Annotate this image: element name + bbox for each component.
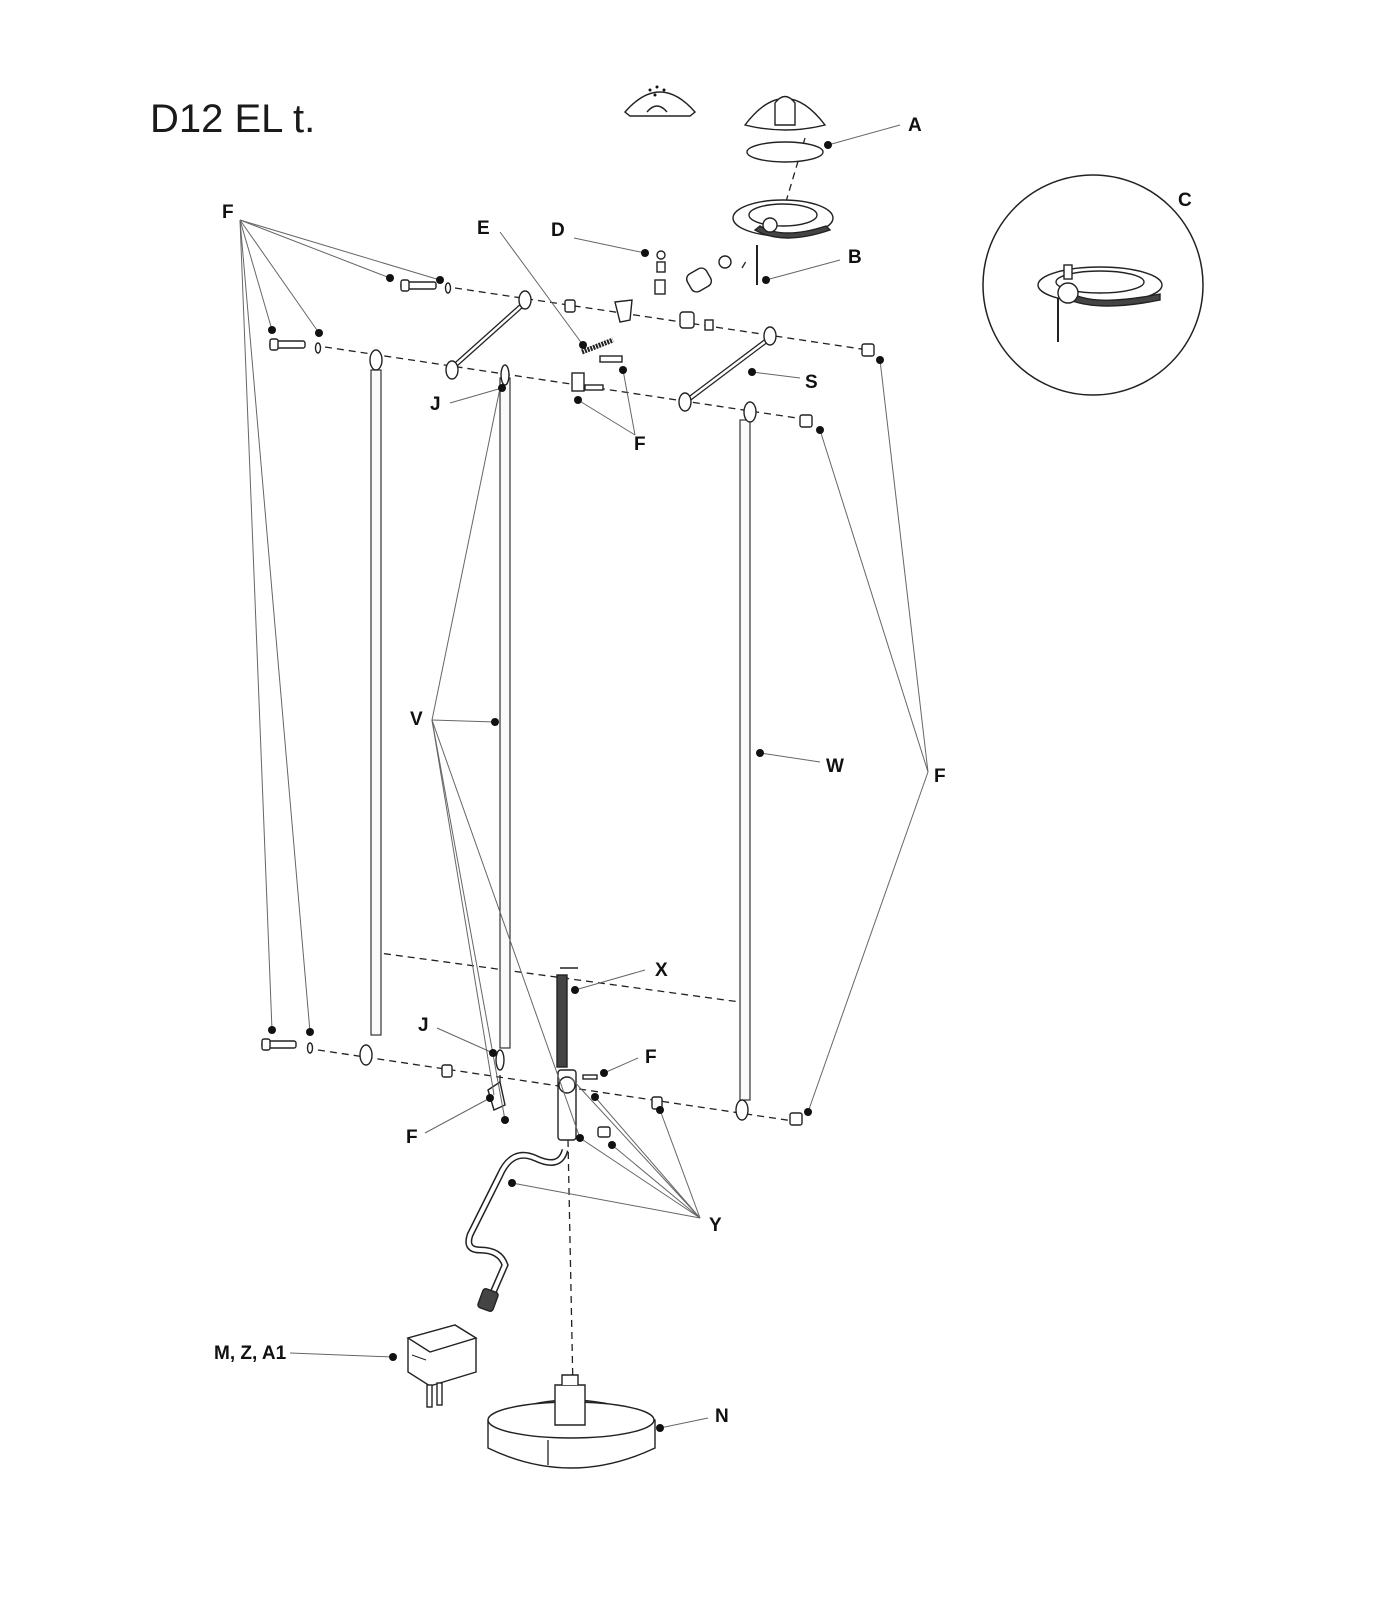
shade-ring-housing: [732, 199, 834, 239]
upper-arm-left: [445, 290, 532, 380]
label-B: B: [848, 247, 862, 268]
label-F-lower-right: F: [645, 1047, 657, 1068]
label-D: D: [551, 220, 565, 241]
label-F-right: F: [934, 766, 946, 787]
label-E: E: [477, 218, 490, 239]
label-F-lower-left: F: [406, 1127, 418, 1148]
upper-arm-right: [678, 326, 777, 412]
rod-left: [359, 349, 383, 1066]
label-M-Z-A1: M, Z, A1: [214, 1343, 287, 1364]
spring-E: [581, 337, 614, 355]
base-N: [487, 1374, 656, 1469]
part-labels: A B C D E F F F F F J J S V W X Y N M, Z…: [214, 115, 1192, 1427]
socket-parts: [654, 250, 732, 295]
leader-dots: [268, 141, 884, 1432]
leader-lines: [239, 124, 929, 1429]
upper-joint-parts: [564, 299, 875, 428]
lower-joint: [441, 1064, 803, 1141]
shade-dome: [743, 95, 827, 131]
label-F-mid: F: [634, 434, 646, 455]
label-S: S: [805, 372, 818, 393]
label-N: N: [715, 1406, 729, 1427]
label-X: X: [655, 960, 668, 981]
label-J-upper: J: [430, 394, 441, 415]
label-J-lower: J: [418, 1015, 429, 1036]
label-W: W: [826, 756, 844, 777]
spring-X: [556, 967, 578, 1068]
label-F-top-left: F: [222, 202, 234, 223]
detail-circle-C: [982, 174, 1204, 396]
rod-V: [495, 364, 511, 1071]
upper-bolts: [269, 279, 452, 354]
rod-W: [735, 401, 757, 1121]
label-C: C: [1178, 190, 1192, 211]
lower-bolts: [261, 1038, 314, 1054]
power-adapter: [406, 1324, 478, 1408]
power-cable: [465, 1148, 569, 1312]
label-V: V: [410, 709, 423, 730]
shade-cover: [623, 85, 697, 117]
shade-diffuser-disc: [746, 141, 824, 163]
label-A: A: [908, 115, 922, 136]
assembly-guide-lines: [317, 137, 869, 1391]
diagram-title: D12 EL t.: [150, 97, 315, 141]
label-Y: Y: [709, 1215, 722, 1236]
